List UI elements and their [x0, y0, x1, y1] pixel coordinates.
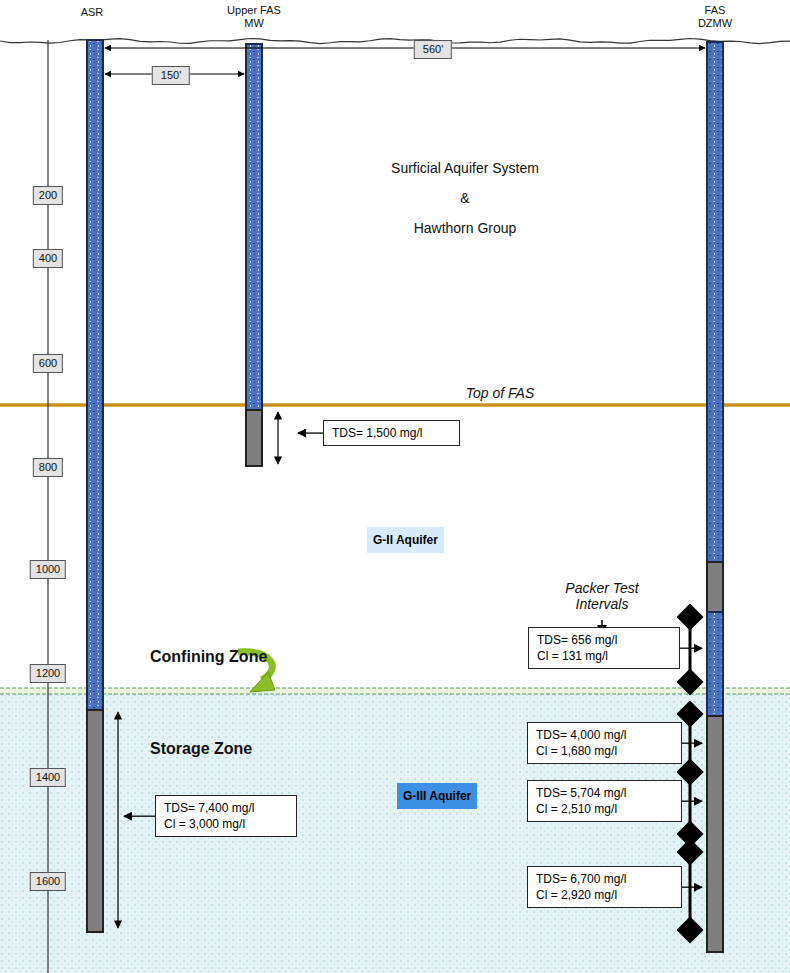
unit-name: Hawthorn Group	[414, 220, 517, 236]
depth-tick: 200	[33, 186, 63, 205]
depth-tick: 400	[33, 249, 63, 268]
node-text: TDS= 6,700 mg/l	[536, 871, 673, 887]
water-quality-box: TDS= 6,700 mg/lCl = 2,920 mg/l	[527, 866, 682, 908]
callout-arrow	[682, 887, 702, 888]
ground-surface	[0, 38, 790, 43]
depth-tick: 1600	[30, 872, 66, 891]
packer-interval	[689, 852, 692, 930]
interval-arrow	[277, 412, 278, 464]
node-text: G-III Aquifer	[403, 788, 471, 804]
node-text: TDS= 7,400 mg/l	[164, 800, 288, 816]
packer-interval	[689, 772, 692, 834]
depth-tick: 800	[33, 458, 63, 477]
confining-zone-line	[0, 693, 790, 694]
node-text: Cl = 2,510 mg/l	[536, 801, 673, 817]
node-text: TDS= 4,000 mg/l	[536, 727, 673, 743]
node-text: Cl = 3,000 mg/l	[164, 816, 288, 832]
water-quality-box: TDS= 4,000 mg/lCl = 1,680 mg/l	[527, 722, 682, 764]
node-text: Cl = 2,920 mg/l	[536, 887, 673, 903]
node-text: TDS= 656 mg/l	[537, 632, 671, 648]
depth-tick: 1200	[30, 664, 66, 683]
callout-arrow	[680, 648, 702, 649]
open-hole	[246, 410, 262, 466]
open-hole	[87, 710, 103, 932]
packer-interval	[689, 617, 692, 682]
callout-arrow	[298, 432, 323, 433]
open-hole	[707, 562, 723, 612]
well-name: ASR	[81, 6, 104, 19]
aquifer-box: G-II Aquifer	[367, 527, 444, 553]
callout-arrow	[682, 743, 702, 744]
well-name: Upper FAS MW	[219, 4, 289, 29]
zone-name: Confining Zone	[150, 648, 267, 666]
water-quality-box: TDS= 656 mg/lCl = 131 mg/l	[528, 627, 680, 669]
note: Packer Test Intervals	[559, 580, 645, 612]
node-text: G-II Aquifer	[373, 532, 438, 548]
confining-zone-line	[0, 687, 790, 688]
water-quality-box: TDS= 7,400 mg/lCl = 3,000 mg/l	[155, 795, 297, 837]
node-text: TDS= 1,500 mg/l	[332, 425, 451, 441]
node-text: TDS= 5,704 mg/l	[536, 785, 673, 801]
interval-arrow	[117, 712, 118, 928]
depth-tick: 1000	[30, 560, 66, 579]
well-casing	[246, 44, 262, 410]
zone-name: Storage Zone	[150, 740, 252, 758]
horizon-name: Top of FAS	[466, 385, 534, 401]
depth-axis	[47, 40, 48, 973]
well-casing	[707, 42, 723, 562]
well-casing	[707, 612, 723, 716]
top-of-fas-line	[0, 403, 790, 407]
unit-name: &	[460, 190, 469, 206]
dimension-line	[105, 48, 705, 49]
callout-arrow	[682, 801, 702, 802]
depth-tick: 600	[33, 354, 63, 373]
node-text: Cl = 1,680 mg/l	[536, 743, 673, 759]
unit-name: Surficial Aquifer System	[391, 160, 539, 176]
well-name: FAS DZMW	[690, 4, 740, 29]
dimension: 150'	[152, 66, 190, 85]
confining-zone-band	[0, 688, 790, 694]
curved-arrow-head	[250, 672, 275, 692]
node-text: Cl = 131 mg/l	[537, 648, 671, 664]
open-hole	[707, 716, 723, 952]
depth-tick: 1400	[30, 768, 66, 787]
well-casing	[87, 40, 103, 710]
aquifer-box: G-III Aquifer	[397, 783, 477, 809]
water-quality-box: TDS= 1,500 mg/l	[323, 420, 460, 446]
callout-arrow	[124, 816, 155, 817]
storage-zone-fill	[0, 694, 790, 973]
dimension: 560'	[414, 40, 452, 59]
water-quality-box: TDS= 5,704 mg/lCl = 2,510 mg/l	[527, 780, 682, 822]
